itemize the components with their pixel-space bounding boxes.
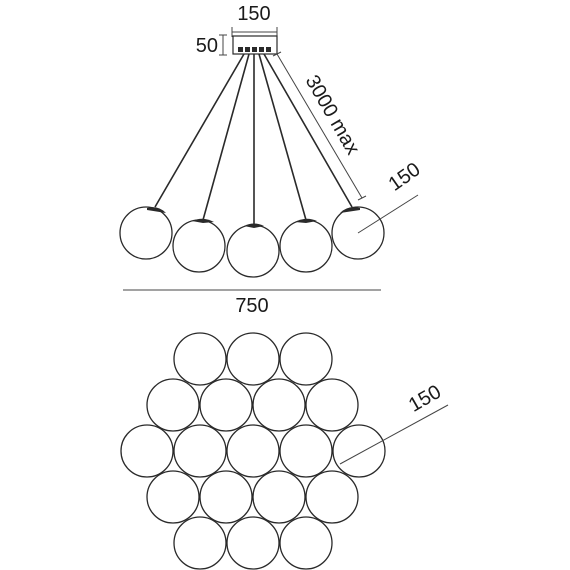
canopy [232,35,278,55]
globe [173,516,227,570]
globe [146,378,200,432]
cords [154,53,353,225]
cable-length-label: 3000 max [301,71,364,158]
globe [226,224,280,278]
globe [199,378,253,432]
globe [199,470,253,524]
cord [263,53,353,208]
cord [202,53,250,221]
globe [226,424,280,478]
globe [305,470,359,524]
overall-width-dimension: 750 [123,289,381,317]
globes-side [119,206,385,278]
overall-width-label: 750 [235,295,268,317]
globe [279,516,333,570]
globe [173,332,227,386]
globe [279,219,333,273]
cable-length-dimension: 3000 max [272,51,367,201]
side-view: 150 50 3000 max [119,3,425,317]
globe-diameter-label-side: 150 [385,159,425,196]
globe [172,219,226,273]
canopy-height-dimension: 50 [196,34,227,57]
globe-cap [295,218,317,223]
globe [120,424,174,478]
globe [279,332,333,386]
globe [173,424,227,478]
cord [258,53,307,221]
cord [154,53,245,208]
globe-cap [340,207,360,213]
globes-top [120,332,386,570]
globe [252,470,306,524]
globe-diameter-label-top: 150 [405,381,445,417]
globe [146,470,200,524]
globe-cap [244,223,264,228]
globe [332,424,386,478]
canopy-width-label: 150 [237,3,270,25]
globe [226,332,280,386]
globe [119,206,173,260]
globe [252,378,306,432]
canopy-width-dimension: 150 [231,3,278,37]
globe-cap [147,207,166,213]
canopy-height-label: 50 [196,35,218,57]
globe-cap [192,218,214,223]
globe [305,378,359,432]
globe [226,516,280,570]
top-view: 150 [120,332,449,570]
globe [279,424,333,478]
